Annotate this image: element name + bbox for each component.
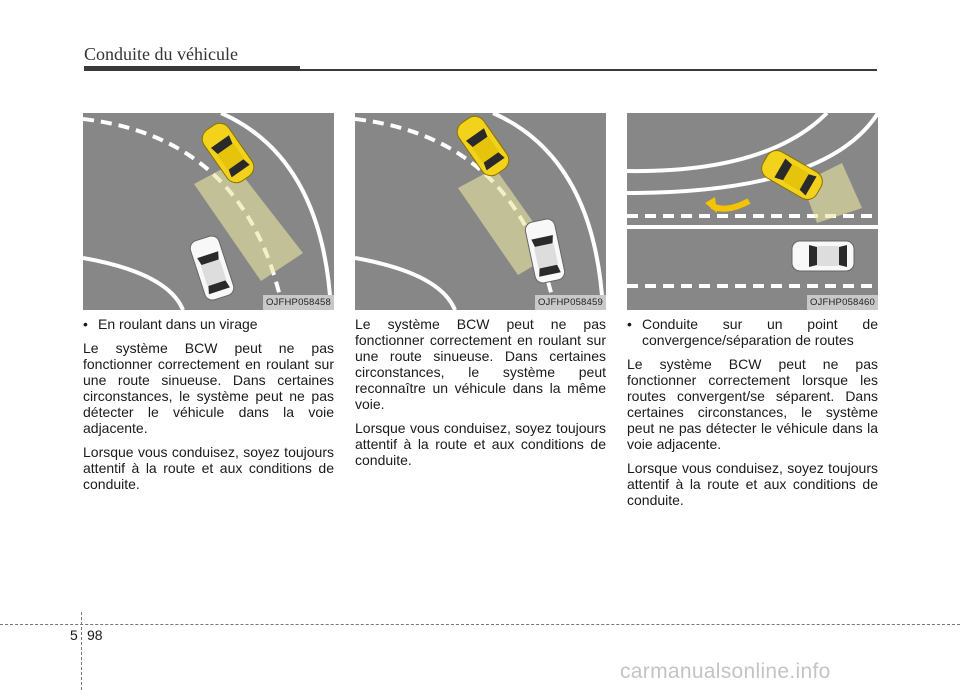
curve-road-illustration: OJFHP058459 — [355, 113, 606, 310]
bullet-item: • Conduite sur un point de convergence/s… — [627, 316, 878, 348]
footer-rule — [0, 624, 960, 625]
paragraph: Le système BCW peut ne pas fonctionner c… — [83, 340, 334, 436]
column-2: OJFHP058459 Le système BCW peut ne pas f… — [355, 113, 606, 476]
figure-code: OJFHP058460 — [806, 295, 878, 310]
header-rule-thick — [84, 66, 300, 71]
bullet-icon: • — [83, 316, 88, 332]
paragraph: Lorsque vous conduisez, soyez toujours a… — [627, 460, 878, 508]
figure-code: OJFHP058458 — [262, 295, 334, 310]
page-number: 98 — [87, 627, 103, 643]
bullet-text: En roulant dans un virage — [98, 316, 258, 332]
bullet-item: • En roulant dans un virage — [83, 316, 334, 332]
column-1: OJFHP058458 • En roulant dans un virage … — [83, 113, 334, 500]
footer-divider — [81, 612, 82, 690]
watermark: carmanualsonline.info — [620, 660, 831, 683]
paragraph: Le système BCW peut ne pas fonctionner c… — [627, 356, 878, 452]
figure-code: OJFHP058459 — [534, 295, 606, 310]
curve-road-illustration: OJFHP058458 — [83, 113, 334, 310]
bullet-text: Conduite sur un point de convergence/sép… — [642, 316, 878, 348]
header-title: Conduite du véhicule — [84, 44, 238, 64]
paragraph: Le système BCW peut ne pas fonctionner c… — [355, 316, 606, 412]
merging-road-illustration: OJFHP058460 — [627, 113, 878, 310]
column-3: OJFHP058460 • Conduite sur un point de c… — [627, 113, 878, 516]
paragraph: Lorsque vous conduisez, soyez toujours a… — [83, 444, 334, 492]
header-rule-thin — [300, 69, 877, 71]
paragraph: Lorsque vous conduisez, soyez toujours a… — [355, 420, 606, 468]
chapter-number: 5 — [70, 627, 78, 643]
bullet-icon: • — [627, 316, 632, 332]
